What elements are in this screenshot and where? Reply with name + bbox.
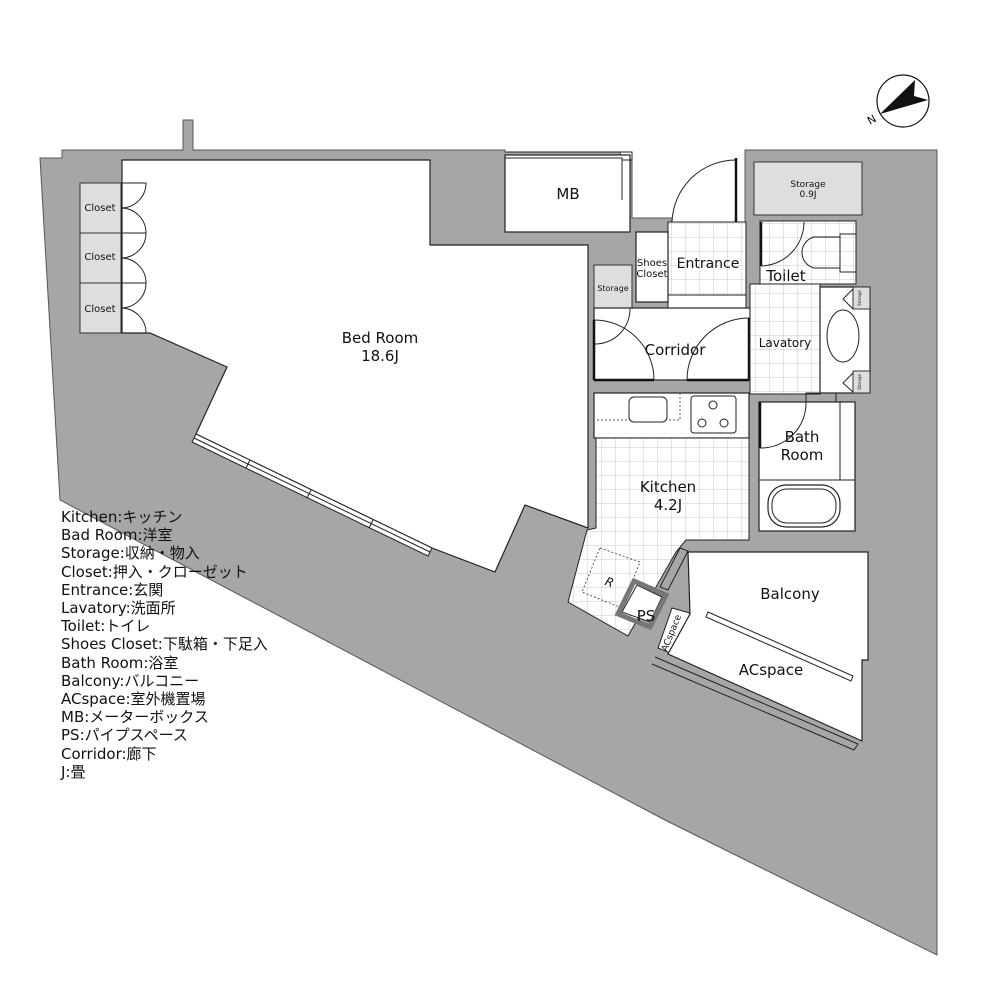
legend-item: Kitchen:キッチン — [61, 508, 183, 526]
lavatory-storage-top-label: Storage — [857, 290, 862, 306]
lavatory-storage-top — [852, 286, 871, 310]
legend-item: Shoes Closet:下駄箱・下足入 — [61, 635, 268, 654]
storage-small — [593, 264, 633, 309]
legend-item: J:畳 — [61, 762, 86, 781]
legend-item: ACspace:室外機置場 — [61, 690, 206, 709]
legend-item: MB:メーターボックス — [61, 708, 209, 727]
closet-label-2: Closet — [84, 252, 115, 263]
legend-item: PS:パイプスペース — [61, 726, 188, 745]
bathroom-label-2: Room — [781, 446, 824, 464]
entrance-label: Entrance — [677, 256, 740, 272]
balcony-handrail — [705, 611, 854, 682]
bedroom-window — [191, 433, 433, 557]
kitchen-size: 4.2J — [654, 496, 682, 514]
legend-item: Closet:押入・クローゼット — [61, 562, 248, 581]
legend-item: Storage:収納・物入 — [61, 544, 200, 563]
compass-label: N — [865, 112, 879, 127]
bedroom-area — [121, 159, 589, 573]
shoes-closet — [635, 231, 669, 303]
storage-top — [753, 161, 863, 216]
lavatory-storage-bottom-label: Storage — [857, 374, 862, 390]
entrance-area — [667, 221, 747, 296]
burner-icons — [697, 400, 729, 428]
stove-icon — [690, 395, 737, 434]
legend-item: Bad Room:洋室 — [61, 526, 173, 545]
shoes-closet-label-2: Closet — [636, 269, 667, 280]
closet-label-1: Closet — [84, 203, 115, 214]
closets — [79, 182, 147, 334]
mb-label: MB — [556, 185, 579, 203]
legend: Kitchen:キッチン Bad Room:洋室 Storage:収納・物入 C… — [61, 508, 268, 781]
closet-label-3: Closet — [84, 304, 115, 315]
corridor-area — [593, 307, 751, 381]
shoes-closet-label-1: Shoes — [637, 258, 667, 269]
refrigerator-outline — [581, 547, 641, 609]
bathroom-label-1: Bath — [785, 428, 820, 446]
storage-small-label: Storage — [597, 284, 628, 293]
bedroom-size: 18.6J — [361, 347, 399, 365]
acspace-large-label: ACspace — [739, 661, 803, 679]
balcony-label: Balcony — [760, 585, 820, 603]
compass: N — [865, 74, 930, 128]
toilet-label: Toilet — [765, 267, 805, 285]
basin-icon — [826, 309, 860, 363]
ps-label: PS — [637, 607, 656, 625]
lavatory-storage-bottom — [852, 370, 871, 394]
legend-item: Bath Room:浴室 — [61, 653, 179, 672]
legend-item: Balcony:バルコニー — [61, 671, 200, 690]
sink-icon — [628, 396, 668, 423]
legend-item: Lavatory:洗面所 — [61, 599, 176, 618]
kitchen-label: Kitchen — [640, 478, 696, 496]
toilet-bowl-icon — [801, 236, 841, 269]
balcony-area — [667, 551, 869, 742]
storage-top-label: Storage — [790, 180, 826, 190]
closet-3 — [79, 282, 122, 334]
north-arrow-icon — [880, 80, 928, 114]
legend-item: Toilet:トイレ — [61, 617, 151, 636]
closet-1 — [79, 182, 122, 234]
room-labels: Bed Room 18.6J Closet Closet Closet MB E… — [84, 180, 862, 679]
mb-room — [504, 154, 631, 233]
legend-item: Corridor:廊下 — [61, 744, 157, 763]
bathtub-icon — [767, 484, 841, 528]
bedroom-label: Bed Room — [342, 329, 419, 347]
corridor-label: Corridor — [645, 341, 707, 359]
storage-top-size: 0.9J — [800, 190, 817, 200]
lavatory-label: Lavatory — [759, 336, 812, 350]
legend-item: Entrance:玄関 — [61, 580, 164, 599]
